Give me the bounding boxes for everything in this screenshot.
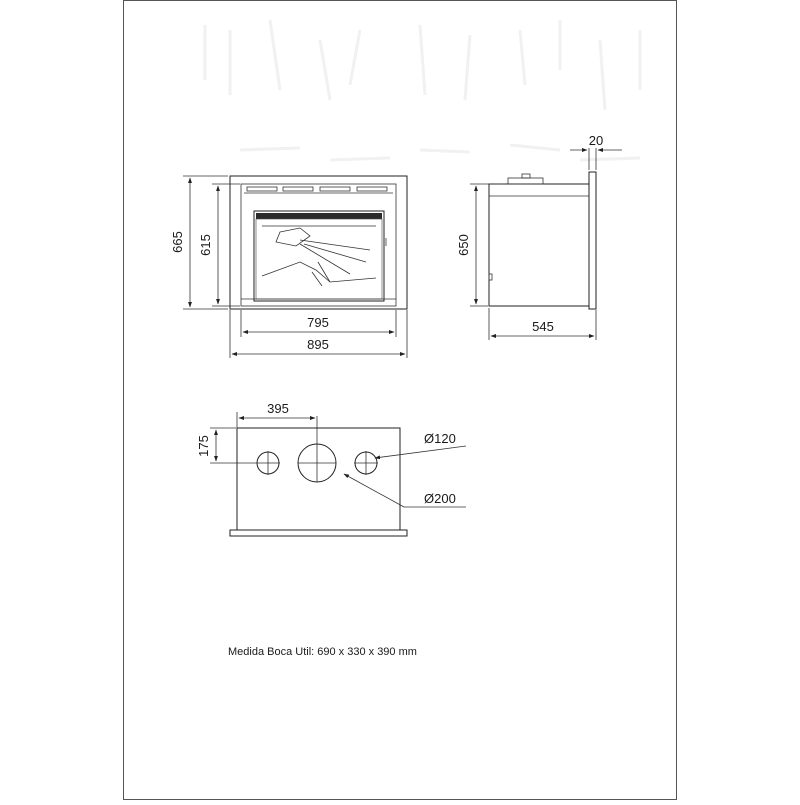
firebox-glass <box>255 218 383 300</box>
firebox-interior-lines <box>261 225 377 287</box>
background-texture <box>203 19 642 162</box>
sheet-border <box>123 0 677 800</box>
diameter-small-leader: Ø120 <box>374 431 467 460</box>
side-offset-label: 20 <box>589 133 603 148</box>
front-inner-body <box>240 183 397 307</box>
front-height-outer-label: 665 <box>170 231 185 253</box>
glass-top-band <box>256 213 382 219</box>
front-outer-frame <box>229 175 408 310</box>
side-offset-dim: 20 <box>570 133 622 170</box>
front-width-inner-dim: 795 <box>240 310 397 337</box>
outlet-center-lines <box>256 416 378 482</box>
top-offset-x-label: 395 <box>267 401 289 416</box>
top-view <box>229 416 408 537</box>
top-offset-y-dim: 175 <box>196 427 256 464</box>
side-height-label: 650 <box>456 234 471 256</box>
diameter-large-label: Ø200 <box>424 491 456 506</box>
front-height-inner-label: 615 <box>198 234 213 256</box>
diameter-large-leader: Ø200 <box>343 473 466 508</box>
side-view <box>488 171 597 310</box>
side-flue-cap <box>521 173 531 179</box>
glass-door <box>253 210 385 302</box>
side-body <box>488 183 590 307</box>
top-front-frame <box>229 529 408 537</box>
front-width-outer-label: 895 <box>307 337 329 352</box>
front-top-vents <box>244 186 393 194</box>
side-height-dim: 650 <box>456 183 505 307</box>
diameter-small-label: Ø120 <box>424 431 456 446</box>
front-width-outer-dim: 895 <box>229 310 408 358</box>
front-view <box>229 175 408 310</box>
top-offset-x-dim: 395 <box>236 401 316 428</box>
front-width-inner-label: 795 <box>307 315 329 330</box>
side-depth-label: 545 <box>532 319 554 334</box>
front-height-inner-dim: 615 <box>198 183 240 307</box>
opening-dimensions-note: Medida Boca Util: 690 x 330 x 390 mm <box>228 646 417 658</box>
side-flue-collar <box>507 177 544 185</box>
top-body <box>236 427 401 531</box>
top-offset-y-label: 175 <box>196 435 211 457</box>
side-front-frame <box>588 171 597 310</box>
side-rear-tab <box>488 273 493 281</box>
side-depth-dim: 545 <box>488 308 597 340</box>
front-height-outer-dim: 665 <box>170 175 228 310</box>
